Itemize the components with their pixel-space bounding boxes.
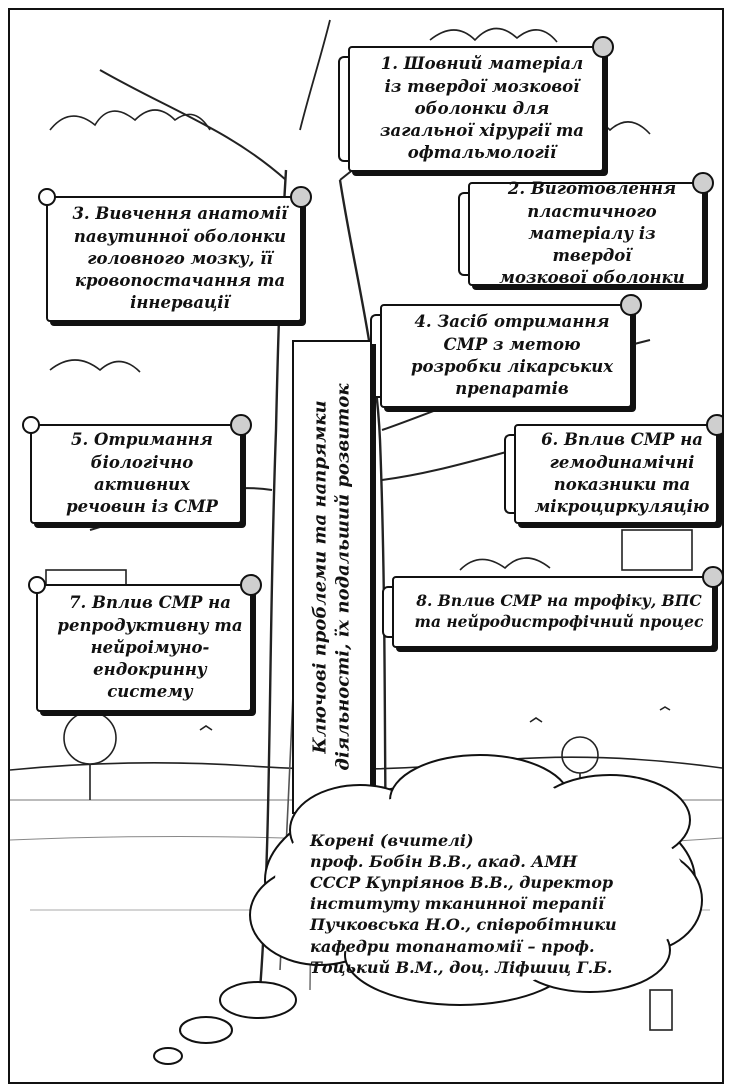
roots-text: Корені (вчителі) проф. Бобін В.В., акад.… xyxy=(310,830,640,978)
illustration-frame: 1. Шовний матеріал із твердої мозкової о… xyxy=(8,8,724,1084)
